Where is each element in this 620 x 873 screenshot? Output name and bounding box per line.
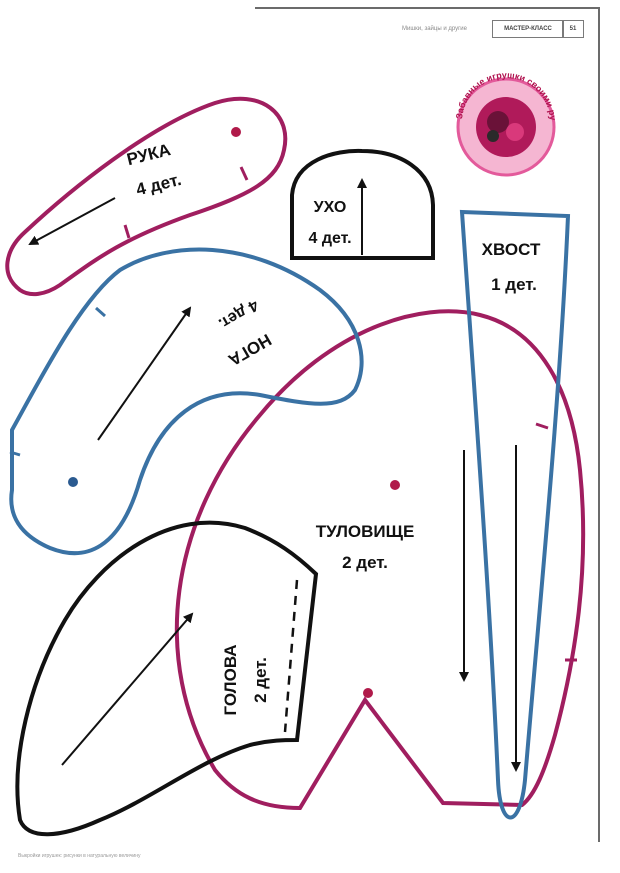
leg-piece: НОГА 4 дет. <box>9 247 364 556</box>
head-count: 2 дет. <box>251 657 270 703</box>
leg-count: 4 дет. <box>215 296 261 332</box>
arm-count: 4 дет. <box>134 170 183 200</box>
header-caption: Мишки, зайцы и другие <box>402 26 467 32</box>
magazine-badge: Забавные игрушки своими руками <box>0 0 558 177</box>
tail-count: 1 дет. <box>491 275 537 294</box>
body-marker-dot-top <box>390 480 400 490</box>
head-name: ГОЛОВА <box>221 644 240 715</box>
body-marker-dot-bottom <box>363 688 373 698</box>
footer-caption: Выкройки игрушек: рисунки в натуральную … <box>18 853 141 859</box>
header-page-number: 51 <box>562 20 584 38</box>
header-section-label: МАСТЕР-КЛАСС <box>492 20 564 38</box>
tail-piece: ХВОСТ 1 дет. <box>459 209 571 820</box>
tail-name: ХВОСТ <box>482 240 541 259</box>
leg-marker-dot <box>68 477 78 487</box>
right-rule <box>598 7 600 842</box>
leg-name: НОГА <box>225 330 275 370</box>
body-name: ТУЛОВИЩЕ <box>316 522 415 541</box>
arm-marker-dot <box>231 127 241 137</box>
head-piece: ГОЛОВА 2 дет. <box>15 520 319 837</box>
body-piece: ТУЛОВИЩЕ 2 дет. <box>174 309 586 811</box>
arm-piece: РУКА 4 дет. <box>5 96 288 297</box>
body-count: 2 дет. <box>342 553 388 572</box>
ear-piece: УХО 4 дет. <box>290 148 435 260</box>
ear-name: УХО <box>314 199 347 216</box>
ear-count: 4 дет. <box>308 230 351 247</box>
top-rule <box>255 7 600 9</box>
